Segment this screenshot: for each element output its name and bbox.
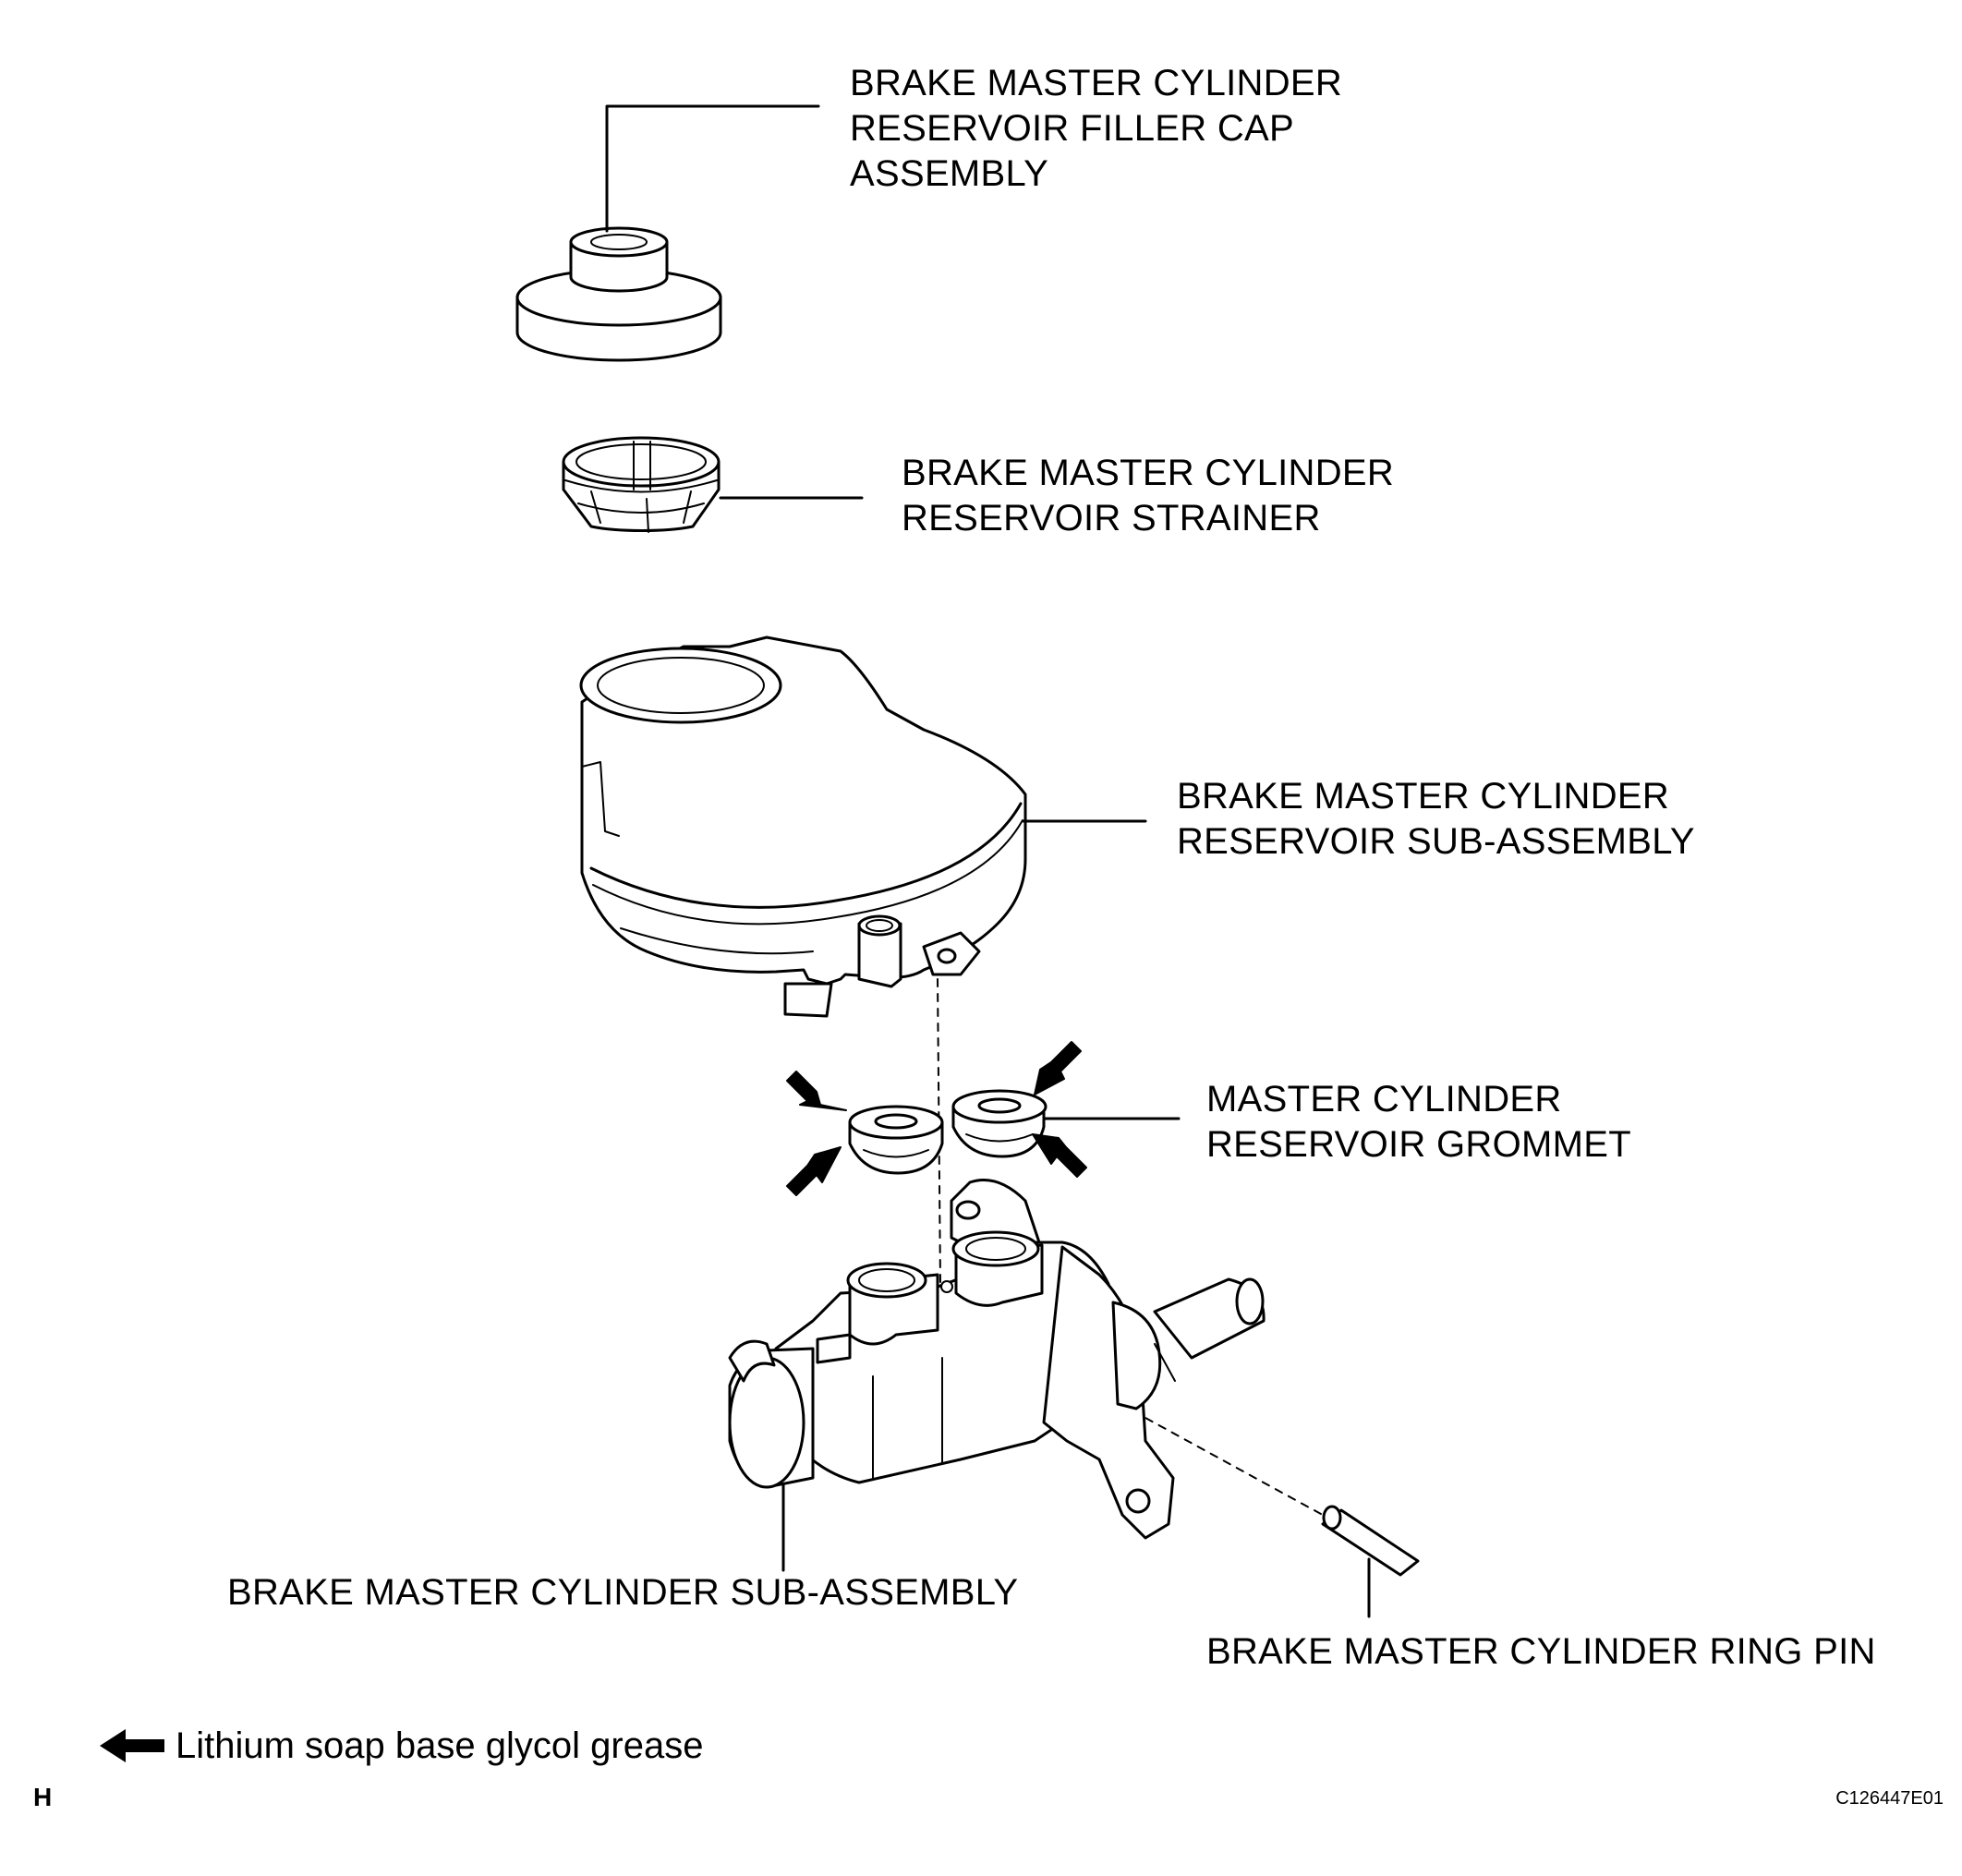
corner-letter: H: [33, 1783, 53, 1811]
grease-arrow-icon: [786, 1146, 842, 1196]
label-reservoir: BRAKE MASTER CYLINDER RESERVOIR SUB-ASSE…: [1177, 774, 1695, 865]
label-line: RESERVOIR SUB-ASSEMBLY: [1177, 821, 1695, 862]
arrow-left-icon: [100, 1729, 164, 1762]
reservoir-part: [579, 635, 1027, 1018]
master-cylinder-part: [728, 1179, 1266, 1540]
label-line: BRAKE MASTER CYLINDER RING PIN: [1206, 1631, 1876, 1672]
strainer-part: [562, 436, 721, 533]
grommet-right: [951, 1089, 1048, 1158]
label-grommet: MASTER CYLINDER RESERVOIR GROMMET: [1206, 1077, 1631, 1168]
grease-arrows: [786, 1041, 1087, 1196]
label-line: BRAKE MASTER CYLINDER: [1177, 776, 1670, 817]
grommet-left: [848, 1105, 944, 1175]
ring-pin-part: [1321, 1505, 1420, 1577]
label-line: ASSEMBLY: [850, 153, 1049, 194]
label-strainer: BRAKE MASTER CYLINDER RESERVOIR STRAINER: [902, 451, 1394, 541]
label-ring-pin: BRAKE MASTER CYLINDER RING PIN: [1206, 1629, 1876, 1675]
label-line: BRAKE MASTER CYLINDER: [902, 453, 1395, 493]
filler-cap-leader: [605, 104, 820, 233]
figure-code: C126447E01: [1835, 1788, 1944, 1809]
label-line: RESERVOIR STRAINER: [902, 498, 1321, 539]
filler-cap-part: [515, 226, 722, 362]
label-line: BRAKE MASTER CYLINDER: [850, 63, 1343, 103]
label-filler-cap: BRAKE MASTER CYLINDER RESERVOIR FILLER C…: [850, 61, 1342, 197]
legend-text: Lithium soap base glycol grease: [176, 1725, 704, 1766]
label-cylinder: BRAKE MASTER CYLINDER SUB-ASSEMBLY: [227, 1570, 1018, 1616]
label-line: RESERVOIR FILLER CAP: [850, 108, 1294, 149]
label-line: MASTER CYLINDER: [1206, 1079, 1562, 1120]
grease-arrow-icon: [786, 1071, 847, 1111]
grease-arrow-icon: [1034, 1041, 1082, 1095]
label-line: BRAKE MASTER CYLINDER SUB-ASSEMBLY: [227, 1572, 1019, 1613]
grease-arrow-icon: [1032, 1133, 1087, 1178]
label-line: RESERVOIR GROMMET: [1206, 1124, 1631, 1165]
